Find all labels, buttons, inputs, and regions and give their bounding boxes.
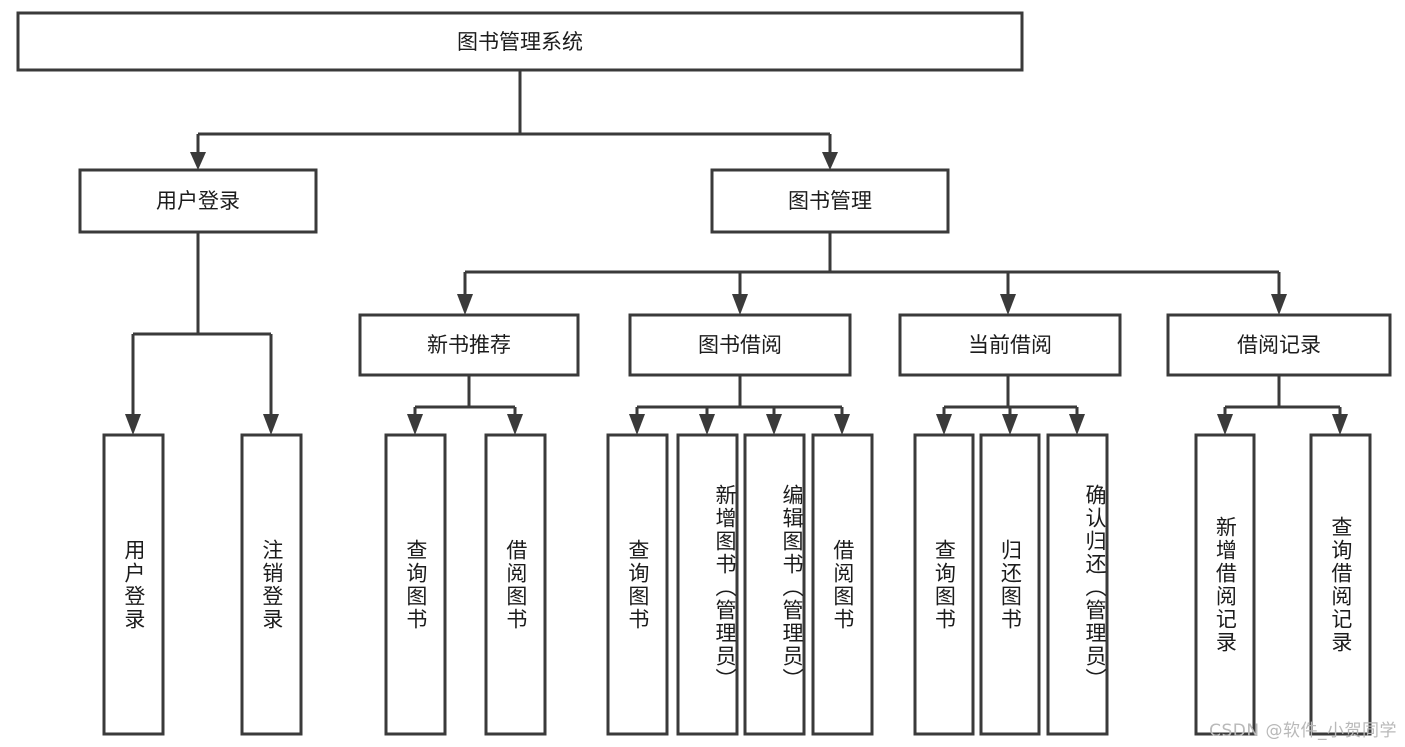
node-leaf-query-book-2-box[interactable] [606,433,669,736]
node-user-login-box[interactable] [78,168,318,234]
node-book-borrow-label: 图书借阅 [698,333,782,357]
node-root-label: 图书管理系统 [457,30,583,54]
node-current-borrow-box[interactable] [898,313,1122,377]
node-leaf-query-book-1-box[interactable] [384,433,447,736]
node-book-borrow[interactable]: 图书借阅 [628,313,852,377]
node-borrow-record[interactable]: 借阅记录 [1166,313,1392,377]
node-user-login[interactable]: 用户登录 [78,168,318,234]
node-root-box[interactable] [16,11,1024,72]
arrow-head-new-book-recommend [457,294,473,315]
node-borrow-record-box[interactable] [1166,313,1392,377]
arrow-head-leaf-add-book [699,414,715,435]
node-leaf-edit-book-box[interactable] [743,433,806,736]
arrow-head-leaf-borrow-book-2 [834,414,850,435]
arrow-head-current-borrow [1000,294,1016,315]
arrow-head-leaf-return-book [1002,414,1018,435]
connector-group-book-management-to-level3 [457,232,1287,315]
node-new-book-recommend[interactable]: 新书推荐 [358,313,580,377]
node-book-management[interactable]: 图书管理 [710,168,950,234]
arrow-head-leaf-query-record [1332,414,1348,435]
arrow-head-borrow-record [1271,294,1287,315]
arrow-head-book-borrow [732,294,748,315]
node-leaf-logout-box[interactable] [240,433,303,736]
node-current-borrow[interactable]: 当前借阅 [898,313,1122,377]
node-leaf-return-book-box[interactable] [979,433,1041,736]
node-leaf-confirm-return-box[interactable] [1046,433,1109,736]
arrow-head-leaf-borrow-book-1 [507,414,523,435]
watermark-text: CSDN @软件_小贺同学 [1209,721,1397,741]
connector-group-book-borrow-to-leaves [629,375,850,435]
arrow-head-leaf-user-login [125,414,141,435]
node-new-book-recommend-box[interactable] [358,313,580,377]
arrow-head-leaf-logout [263,414,279,435]
node-borrow-record-label: 借阅记录 [1237,333,1321,357]
node-leaf-add-record-box[interactable] [1194,433,1256,736]
node-leaf-borrow-book-1-box[interactable] [484,433,547,736]
arrow-head-leaf-add-record [1217,414,1233,435]
arrow-head-user-login [190,152,206,170]
arrow-head-book-management [822,152,838,170]
node-new-book-recommend-label: 新书推荐 [427,333,511,357]
arrow-head-leaf-edit-book [766,414,782,435]
node-book-management-label: 图书管理 [788,189,872,213]
connector-group-user-login-to-leaves [125,232,279,435]
node-leaf-add-book-box[interactable] [676,433,739,736]
node-user-login-label: 用户登录 [156,189,240,213]
arrow-head-leaf-query-book-3 [936,414,952,435]
node-leaf-borrow-book-2-box[interactable] [811,433,874,736]
node-book-management-box[interactable] [710,168,950,234]
connector-group-current-borrow-to-leaves [936,375,1085,435]
connector-group-borrow-record-to-leaves [1217,375,1348,435]
node-leaf-user-login-box[interactable] [102,433,165,736]
node-current-borrow-label: 当前借阅 [968,333,1052,357]
node-root[interactable]: 图书管理系统 [16,11,1024,72]
arrow-head-leaf-query-book-2 [629,414,645,435]
node-book-borrow-box[interactable] [628,313,852,377]
arrow-head-leaf-confirm-return [1069,414,1085,435]
node-leaf-query-record-box[interactable] [1309,433,1372,736]
connector-group-new-book-recommend-to-leaves [407,375,523,435]
arrow-head-leaf-query-book-1 [407,414,423,435]
node-leaf-query-book-3-box[interactable] [913,433,975,736]
connector-group-root-to-level2 [190,70,838,170]
